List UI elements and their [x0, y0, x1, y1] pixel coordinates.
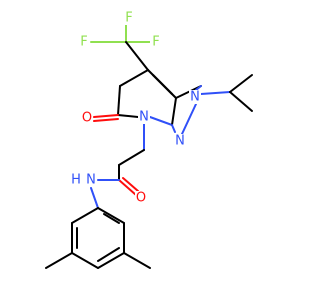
- bond-ring-c4-c5: [119, 69, 149, 87]
- bond-aryl-c6-c1: [71, 207, 99, 224]
- label-bg-n-amide: [85, 173, 97, 187]
- bond-amide-co-o-double: [122, 177, 139, 192]
- bond-aryl-methyl-left: [45, 252, 73, 269]
- bond-pyrazole-c3a-c3: [175, 85, 202, 99]
- amide-hydrogen-label: H: [71, 173, 81, 188]
- label-bg-n-pyrazole: [189, 90, 201, 104]
- fluorine-atom-label-1: F: [80, 35, 87, 50]
- bond-aryl-c4-c5: [71, 252, 99, 269]
- bond-isopropyl-n-ch: [200, 91, 231, 95]
- label-bg-o-ketone: [81, 111, 93, 125]
- bond-cf3-to-ring: [125, 41, 149, 71]
- bond-ketone-c-o-double: [93, 118, 119, 122]
- label-bg-f1: [78, 35, 90, 49]
- bond-ring-c7a-c3a: [171, 97, 177, 126]
- bond-ketone-c-o: [93, 114, 119, 118]
- bond-pyrazole-n1-c7a: [171, 124, 176, 133]
- bond-amide-co-o: [118, 179, 137, 196]
- pyrazole-nitrogen-label: N: [190, 90, 200, 105]
- label-bg-o-amide: [135, 191, 147, 205]
- bond-aryl-n-c1: [90, 187, 99, 209]
- bond-chain-ch2a-ch2b: [118, 149, 145, 166]
- bond-isopropyl-ch-me1: [229, 74, 253, 93]
- bond-pyrazole-n2-n1: [181, 103, 197, 135]
- label-bg-f2: [123, 11, 135, 25]
- atom-label-layer: F F F N N N O O N H: [70, 11, 201, 206]
- bond-pyrazole-c3-n2: [195, 85, 202, 91]
- bond-isopropyl-ch-me2: [229, 91, 253, 112]
- bond-aryl-inner-a: [103, 213, 120, 224]
- fluorine-atom-label-3: F: [152, 35, 159, 50]
- label-bg-h-amide: [70, 173, 82, 187]
- bond-aryl-c1-c2: [97, 207, 125, 224]
- fluorine-atom-label-2: F: [125, 11, 132, 26]
- bond-ring-c6-n7: [117, 114, 139, 118]
- label-bg-n-ring: [138, 110, 150, 124]
- amide-nitrogen-label: N: [86, 173, 96, 188]
- bond-ring-n7-c7a: [149, 116, 173, 126]
- bridge-nitrogen-label: N: [175, 134, 185, 149]
- label-bg-n-bridge: [174, 134, 186, 148]
- bond-aryl-inner-b: [97, 247, 120, 262]
- label-bg-f3: [150, 35, 162, 49]
- bond-layer: [45, 23, 253, 269]
- amide-oxygen-label: O: [136, 191, 146, 206]
- bond-aryl-c3-c4: [97, 252, 125, 269]
- bond-aryl-methyl-right: [123, 252, 151, 269]
- bond-ring-c4-c3a-inner: [152, 74, 173, 95]
- ketone-oxygen-label: O: [82, 111, 92, 126]
- ring-nitrogen-label: N: [139, 110, 149, 125]
- bond-ring-c5-c6: [117, 85, 121, 116]
- molecule-structure-diagram: F F F N N N O O N H: [45, 11, 253, 269]
